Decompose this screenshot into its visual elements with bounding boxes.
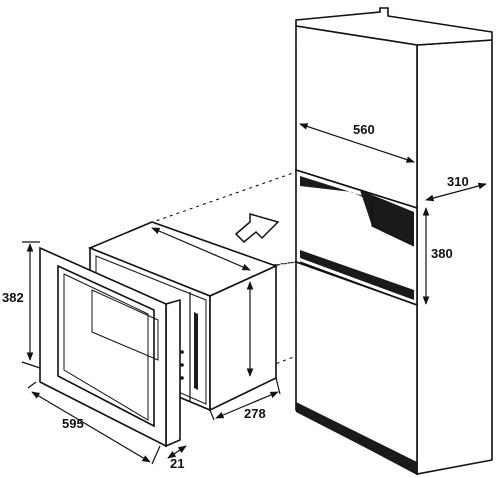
label-cabinet-width: 560 [353,122,375,137]
label-frame-width: 595 [62,416,84,431]
projection-lines [149,171,297,367]
label-niche-height: 380 [431,246,453,261]
label-frame-height: 382 [2,290,24,305]
label-frame-depth: 21 [170,456,184,471]
label-oven-depth: 278 [244,406,266,421]
dimension-lines [21,123,487,465]
label-cabinet-depth: 310 [447,174,469,189]
oven-control-panel [180,292,198,402]
niche-interior [299,176,415,305]
cabinet-side-panel [416,39,493,475]
insert-direction-arrow [234,213,280,244]
cabinet-plinth [296,402,417,474]
kitchen-cabinet [295,7,493,476]
